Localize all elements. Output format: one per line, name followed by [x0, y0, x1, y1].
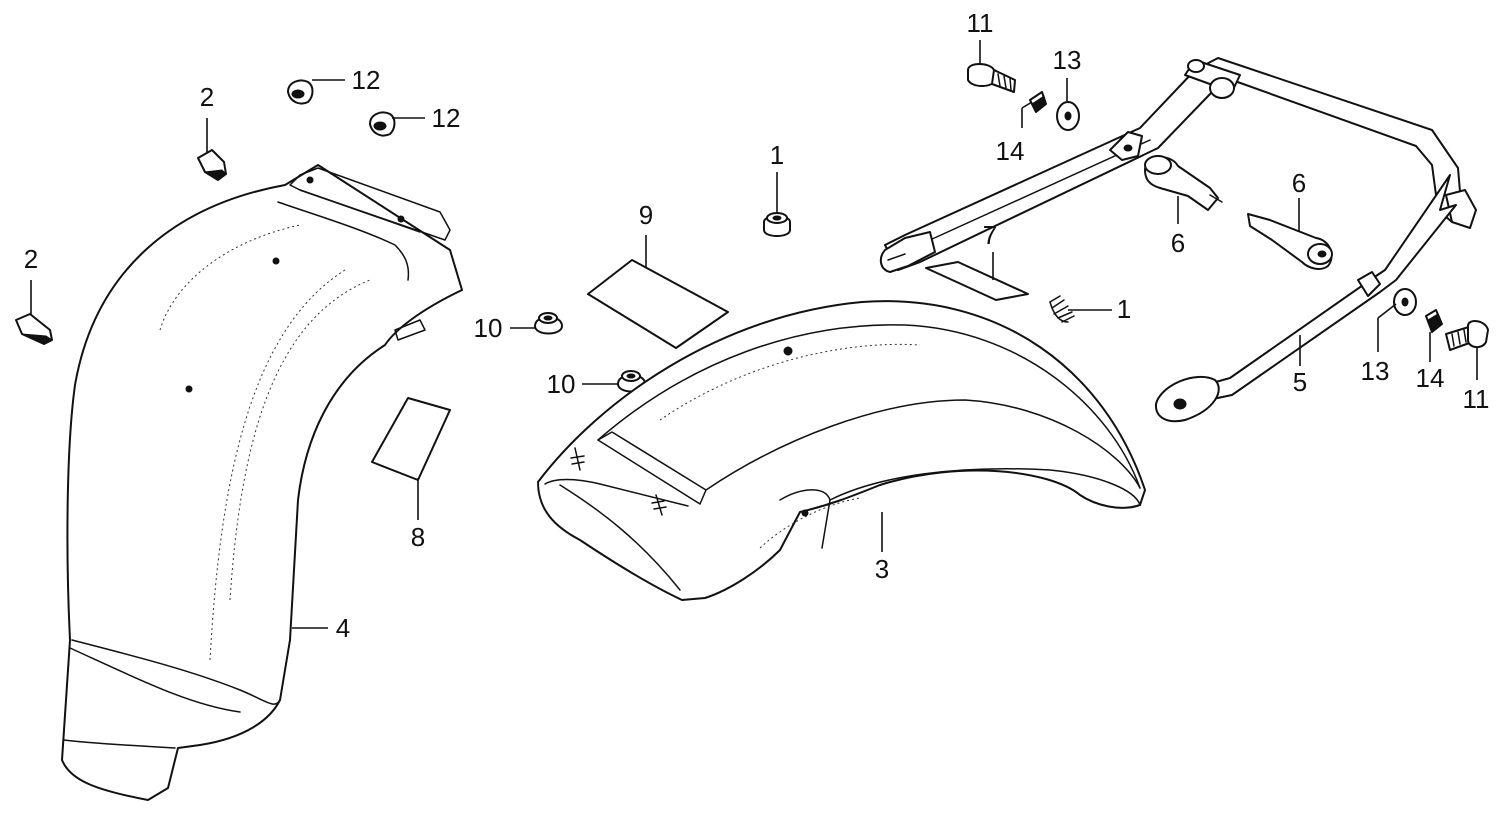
callout-2-lower: 2 — [24, 244, 38, 274]
clip-2-upper — [197, 149, 227, 181]
callout-7: 7 — [983, 220, 997, 250]
callout-labels: 2 2 12 12 4 8 9 1 10 10 3 7 1 11 13 14 6… — [24, 8, 1490, 643]
callout-12-lower: 12 — [432, 103, 461, 133]
washer-13-upper — [1056, 101, 1080, 131]
nut-12-lower — [369, 111, 396, 137]
callout-9: 9 — [639, 200, 653, 230]
callout-4: 4 — [336, 613, 350, 643]
leader-lines — [30, 40, 1478, 629]
label-9 — [587, 259, 729, 349]
callout-12-upper: 12 — [352, 65, 381, 95]
callout-10-upper: 10 — [474, 313, 503, 343]
callout-6-upper: 6 — [1171, 228, 1185, 258]
spring-washer-14-upper — [1029, 91, 1047, 113]
callout-1-lower: 1 — [1117, 294, 1131, 324]
spring-1-lower — [1049, 295, 1075, 323]
bolt-11-upper — [967, 63, 1016, 93]
callout-14-lower: 14 — [1416, 363, 1445, 393]
callout-13-lower: 13 — [1361, 356, 1390, 386]
front-fender — [61, 164, 463, 801]
washer-13-lower — [1393, 288, 1417, 316]
rear-fender — [537, 300, 1146, 601]
callout-8: 8 — [411, 522, 425, 552]
label-7 — [925, 261, 1029, 301]
callout-14-upper: 14 — [996, 136, 1025, 166]
nut-12-upper — [287, 79, 314, 105]
callout-10-lower: 10 — [547, 369, 576, 399]
collar-6-upper — [1144, 155, 1223, 211]
bolt-11-lower — [1445, 320, 1489, 351]
callout-11-lower: 11 — [1463, 384, 1490, 414]
grommet-10-lower — [617, 370, 646, 393]
grommet-1-upper — [763, 212, 791, 237]
label-8 — [371, 397, 451, 481]
callout-2-upper: 2 — [200, 82, 214, 112]
callout-5: 5 — [1293, 367, 1307, 397]
grab-rail — [879, 57, 1477, 423]
grommet-10-upper — [534, 312, 563, 335]
callout-6-lower: 6 — [1292, 168, 1306, 198]
clip-2-lower — [15, 313, 53, 345]
collar-6-lower — [1247, 213, 1333, 270]
callout-1-upper: 1 — [770, 140, 784, 170]
callout-11-upper: 11 — [967, 8, 994, 38]
spring-washer-14-lower — [1425, 309, 1443, 333]
callout-13-upper: 13 — [1053, 45, 1082, 75]
callout-3: 3 — [875, 554, 889, 584]
